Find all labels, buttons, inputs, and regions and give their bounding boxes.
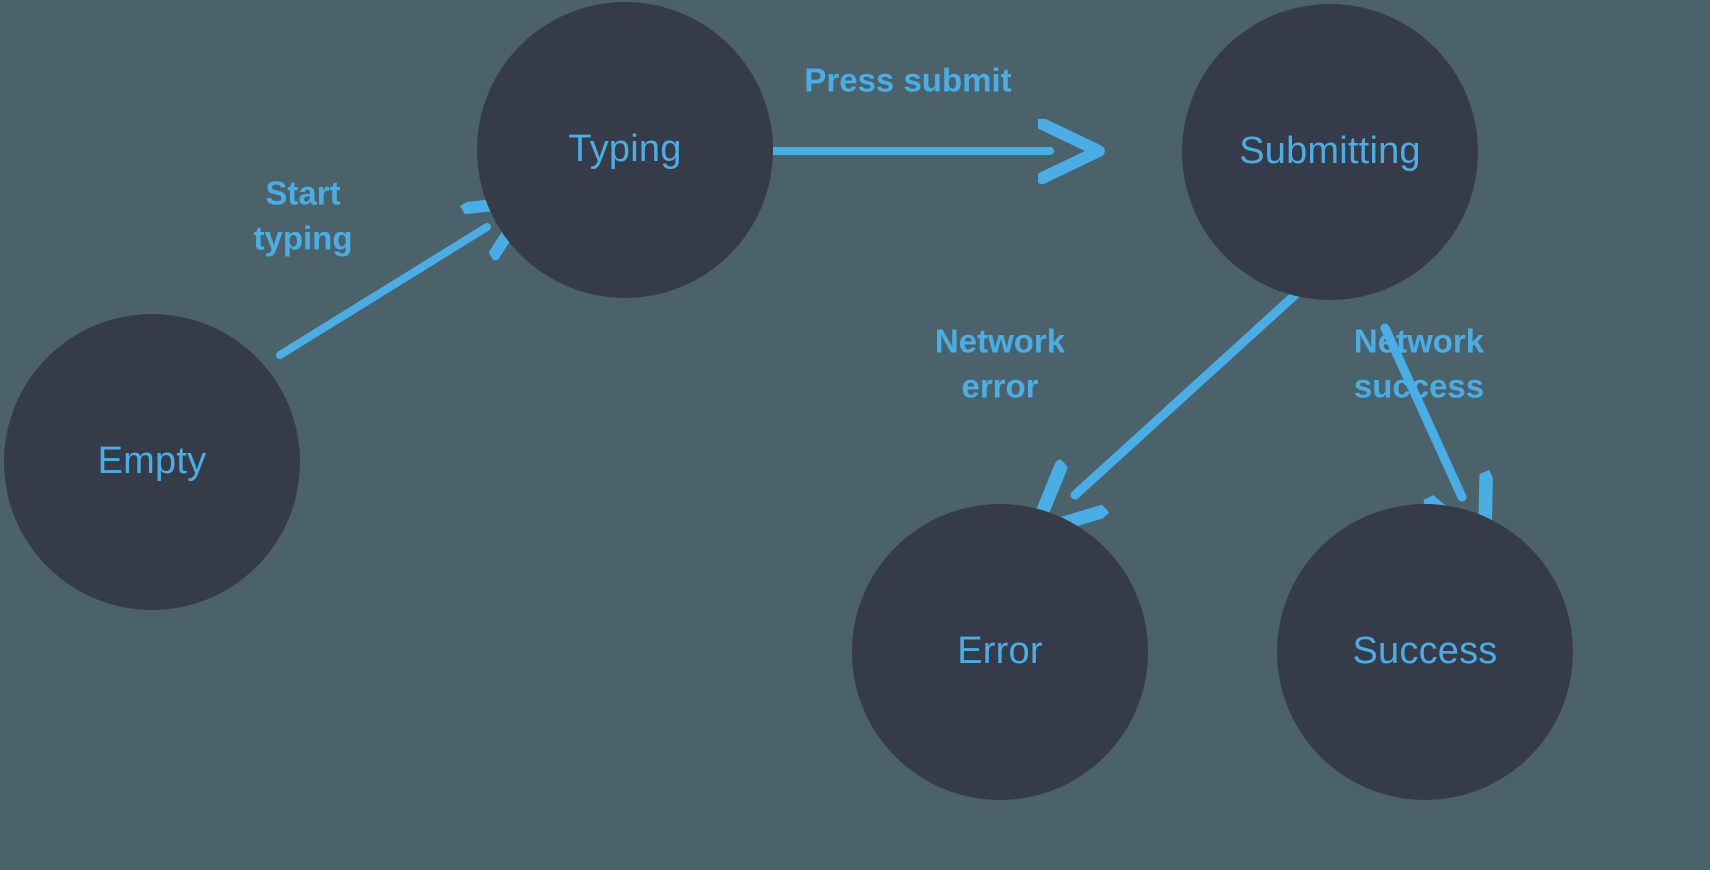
state-label-submitting: Submitting: [1239, 130, 1421, 173]
state-node-submitting[interactable]: Submitting: [1182, 4, 1478, 300]
transition-arrow-network-error: [1075, 290, 1300, 495]
state-node-typing[interactable]: Typing: [477, 2, 773, 298]
state-node-empty[interactable]: Empty: [4, 314, 300, 610]
transition-arrow-network-success: [1380, 323, 1462, 497]
transition-label-network-error: Network error: [934, 322, 1066, 404]
transition-arrow-start-typing: [276, 227, 487, 359]
state-node-error[interactable]: Error: [852, 504, 1148, 800]
transition-label-press-submit: Press submit: [804, 61, 1012, 99]
state-label-empty: Empty: [97, 440, 207, 483]
transition-label-start-typing: Start typing: [253, 174, 353, 256]
state-node-success[interactable]: Success: [1277, 504, 1573, 800]
transition-label-network-success: Network success: [1353, 322, 1485, 404]
state-label-error: Error: [957, 630, 1043, 673]
state-label-typing: Typing: [568, 128, 682, 171]
state-label-success: Success: [1352, 630, 1498, 673]
